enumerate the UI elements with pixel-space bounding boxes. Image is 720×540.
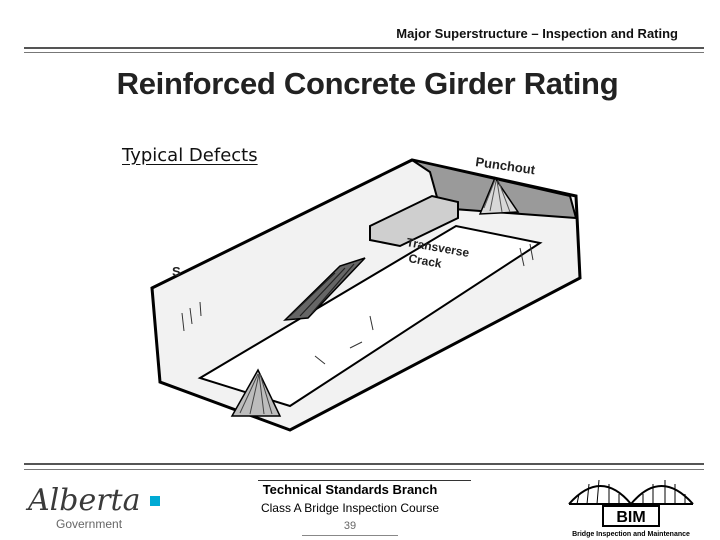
footer-rule (24, 463, 704, 465)
step-block (369, 194, 459, 248)
footer-course: Class A Bridge Inspection Course (260, 501, 440, 515)
crack-marks (181, 243, 534, 365)
footer-rule-thin (24, 469, 704, 470)
bim-acronym: BIM (616, 509, 645, 526)
header-rule-thin (24, 52, 704, 53)
header-rule (24, 47, 704, 49)
bim-fullname: Bridge Inspection and Maintenance (572, 531, 690, 538)
page-number: 39 (343, 520, 357, 532)
left-edge-label: S (172, 264, 181, 279)
footer-branch: Technical Standards Branch (262, 482, 438, 497)
punchout-label: Punchout (475, 154, 537, 177)
alberta-wordmark: Alberta (25, 483, 141, 518)
bim-logo: BIM Bridge Inspection and Maintenance (568, 479, 694, 538)
crack-label: Crack (407, 251, 443, 271)
page-number-rule (302, 535, 398, 536)
slide-subtitle: Typical Defects (122, 145, 258, 166)
alberta-square-icon (150, 496, 160, 506)
alberta-government-text: Government (56, 517, 123, 531)
header-section-title: Major Superstructure – Inspection and Ra… (396, 26, 678, 41)
slide-title: Reinforced Concrete Girder Rating (116, 66, 619, 101)
girder-defects-diagram: Punchout Transverse Crack S (150, 154, 582, 432)
alberta-government-logo: Alberta Government (25, 483, 160, 531)
bim-box (602, 505, 660, 527)
branch-underline (258, 480, 471, 481)
